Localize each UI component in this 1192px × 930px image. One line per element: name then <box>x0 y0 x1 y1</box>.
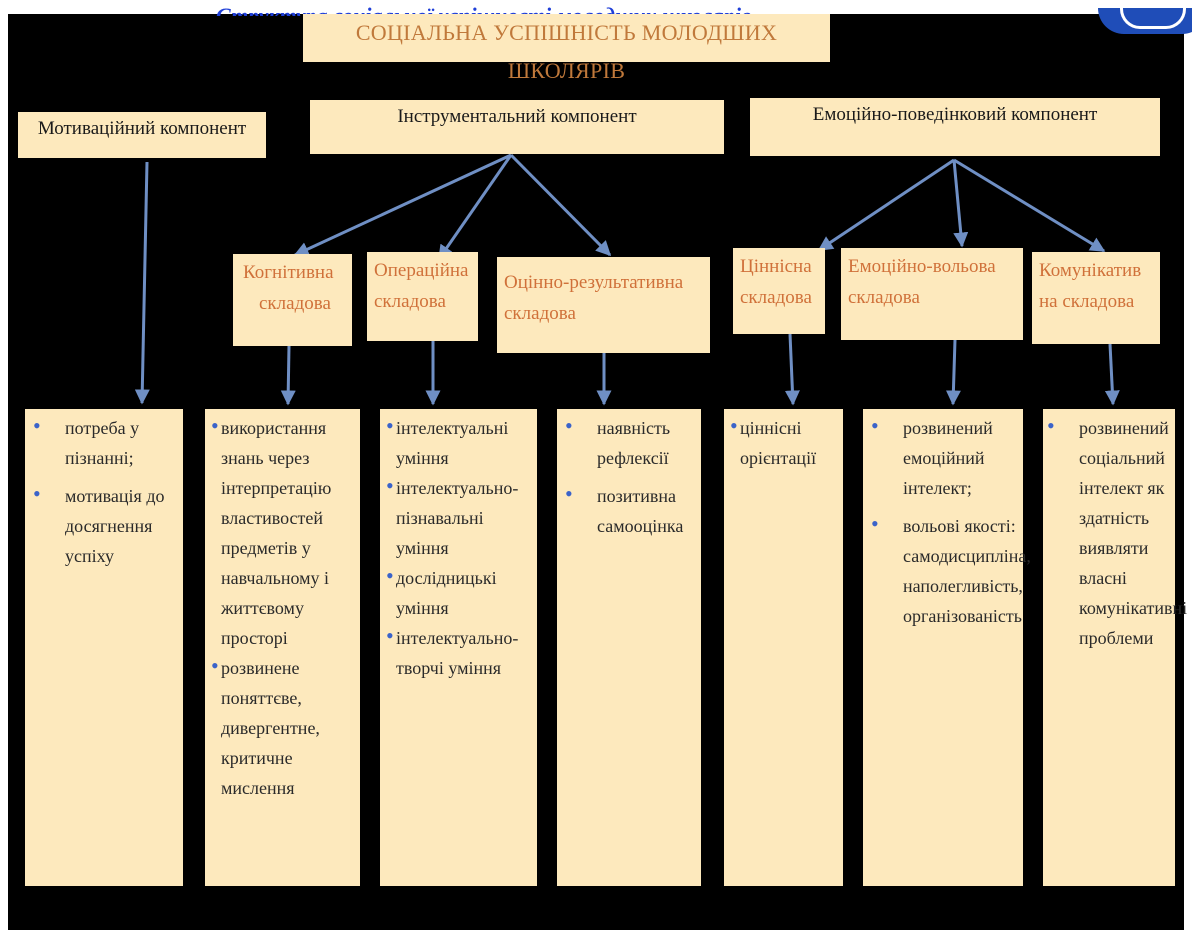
communicative-subcomponent: Комунікатив на складова <box>1032 252 1160 344</box>
list-item: розвинений емоційний інтелект; <box>869 411 1019 503</box>
cognitive-subcomponent: Когнітивна складова <box>233 254 352 346</box>
list-item: розвинене поняттєве, дивергентне, критич… <box>211 651 356 803</box>
diagram-title: СОЦІАЛЬНА УСПІШНІСТЬ МОЛОДШИХ ШКОЛЯРІВ <box>303 14 830 83</box>
diagram-canvas: Структура соціальної успішності молодших… <box>8 3 1192 930</box>
list-item: інтелектуально-пізнавальні уміння <box>386 471 533 563</box>
operational-subcomponent: Операційна складова <box>367 252 478 341</box>
arrow-instrumental-operational <box>437 154 513 261</box>
cognitive-subcomponent-line2: складова <box>259 293 331 314</box>
list-item: дослідницькі уміння <box>386 561 533 623</box>
value-subcomponent-line2: складова <box>740 287 812 308</box>
motivational-component: Мотиваційний компонент <box>18 112 266 158</box>
list-item: наявність рефлексії <box>563 411 695 473</box>
arrow-emotional-volitional <box>952 159 969 248</box>
cognitive-subcomponent-line1: Когнітивна <box>243 262 334 283</box>
arrow-instrumental-evaluative <box>509 153 612 257</box>
list-item: ціннісні орієнтації <box>730 411 839 473</box>
evaluative-indicators: наявність рефлексії позитивна самооцінка <box>557 409 701 886</box>
evaluative-subcomponent-line1: Оцінно-результативна <box>504 272 684 293</box>
operational-indicators: інтелектуальні уміння інтелектуально-піз… <box>380 409 537 886</box>
list-item: мотивація до досягнення успіху <box>31 479 175 571</box>
list-item: вольові якості: самодисципліна, наполегл… <box>869 509 1031 631</box>
value-indicators: ціннісні орієнтації <box>724 409 843 886</box>
evaluative-subcomponent: Оцінно-результативна складова <box>497 257 710 353</box>
emotional-volitional-subcomponent: Емоційно-вольова складова <box>841 248 1023 340</box>
arrow-communicative-list <box>1104 343 1120 406</box>
communicative-subcomponent-line1: Комунікатив <box>1039 260 1142 281</box>
list-item: інтелектуальні уміння <box>386 411 533 473</box>
list-item: інтелектуально-творчі уміння <box>386 621 533 683</box>
connector-arrows <box>134 153 1120 406</box>
value-subcomponent-line1: Ціннісна <box>740 256 812 277</box>
cognitive-indicators: використання знань через інтерпретацію в… <box>205 409 360 886</box>
communicative-indicators: розвинений соціальний інтелект як здатні… <box>1043 409 1187 886</box>
emotional-volitional-subcomponent-line2: складова <box>848 287 920 308</box>
instrumental-component: Інструментальний компонент <box>310 100 724 154</box>
top-caption: Структура соціальної успішності молодших… <box>216 3 751 16</box>
arrow-emotional-value <box>817 158 955 252</box>
operational-subcomponent-line1: Операційна <box>374 260 469 281</box>
arrow-cognitive-list <box>280 345 296 406</box>
evaluative-subcomponent-line2: складова <box>504 303 576 324</box>
motivational-indicators: потреба у пізнанні; мотивація до досягне… <box>25 409 183 886</box>
emotional-volitional-indicators: розвинений емоційний інтелект; вольові я… <box>863 409 1031 886</box>
emotional-behavioral-component: Емоційно-поведінковий компонент <box>750 98 1160 156</box>
arrow-motivational-list <box>134 161 150 405</box>
list-item: використання знань через інтерпретацію в… <box>211 411 356 653</box>
university-logo <box>1098 8 1192 34</box>
list-item: розвинений соціальний інтелект як здатні… <box>1045 411 1187 653</box>
communicative-subcomponent-line2: на складова <box>1039 291 1135 312</box>
arrow-volitional-list <box>945 339 961 406</box>
operational-subcomponent-line2: складова <box>374 291 446 312</box>
arrow-emotional-communicative <box>953 158 1106 253</box>
arrow-instrumental-cognitive <box>293 153 512 257</box>
arrow-value-list <box>784 333 800 406</box>
list-item: позитивна самооцінка <box>563 479 695 541</box>
list-item: потреба у пізнанні; <box>31 411 175 473</box>
emotional-volitional-subcomponent-line1: Емоційно-вольова <box>848 256 996 277</box>
value-subcomponent: Ціннісна складова <box>733 248 825 334</box>
